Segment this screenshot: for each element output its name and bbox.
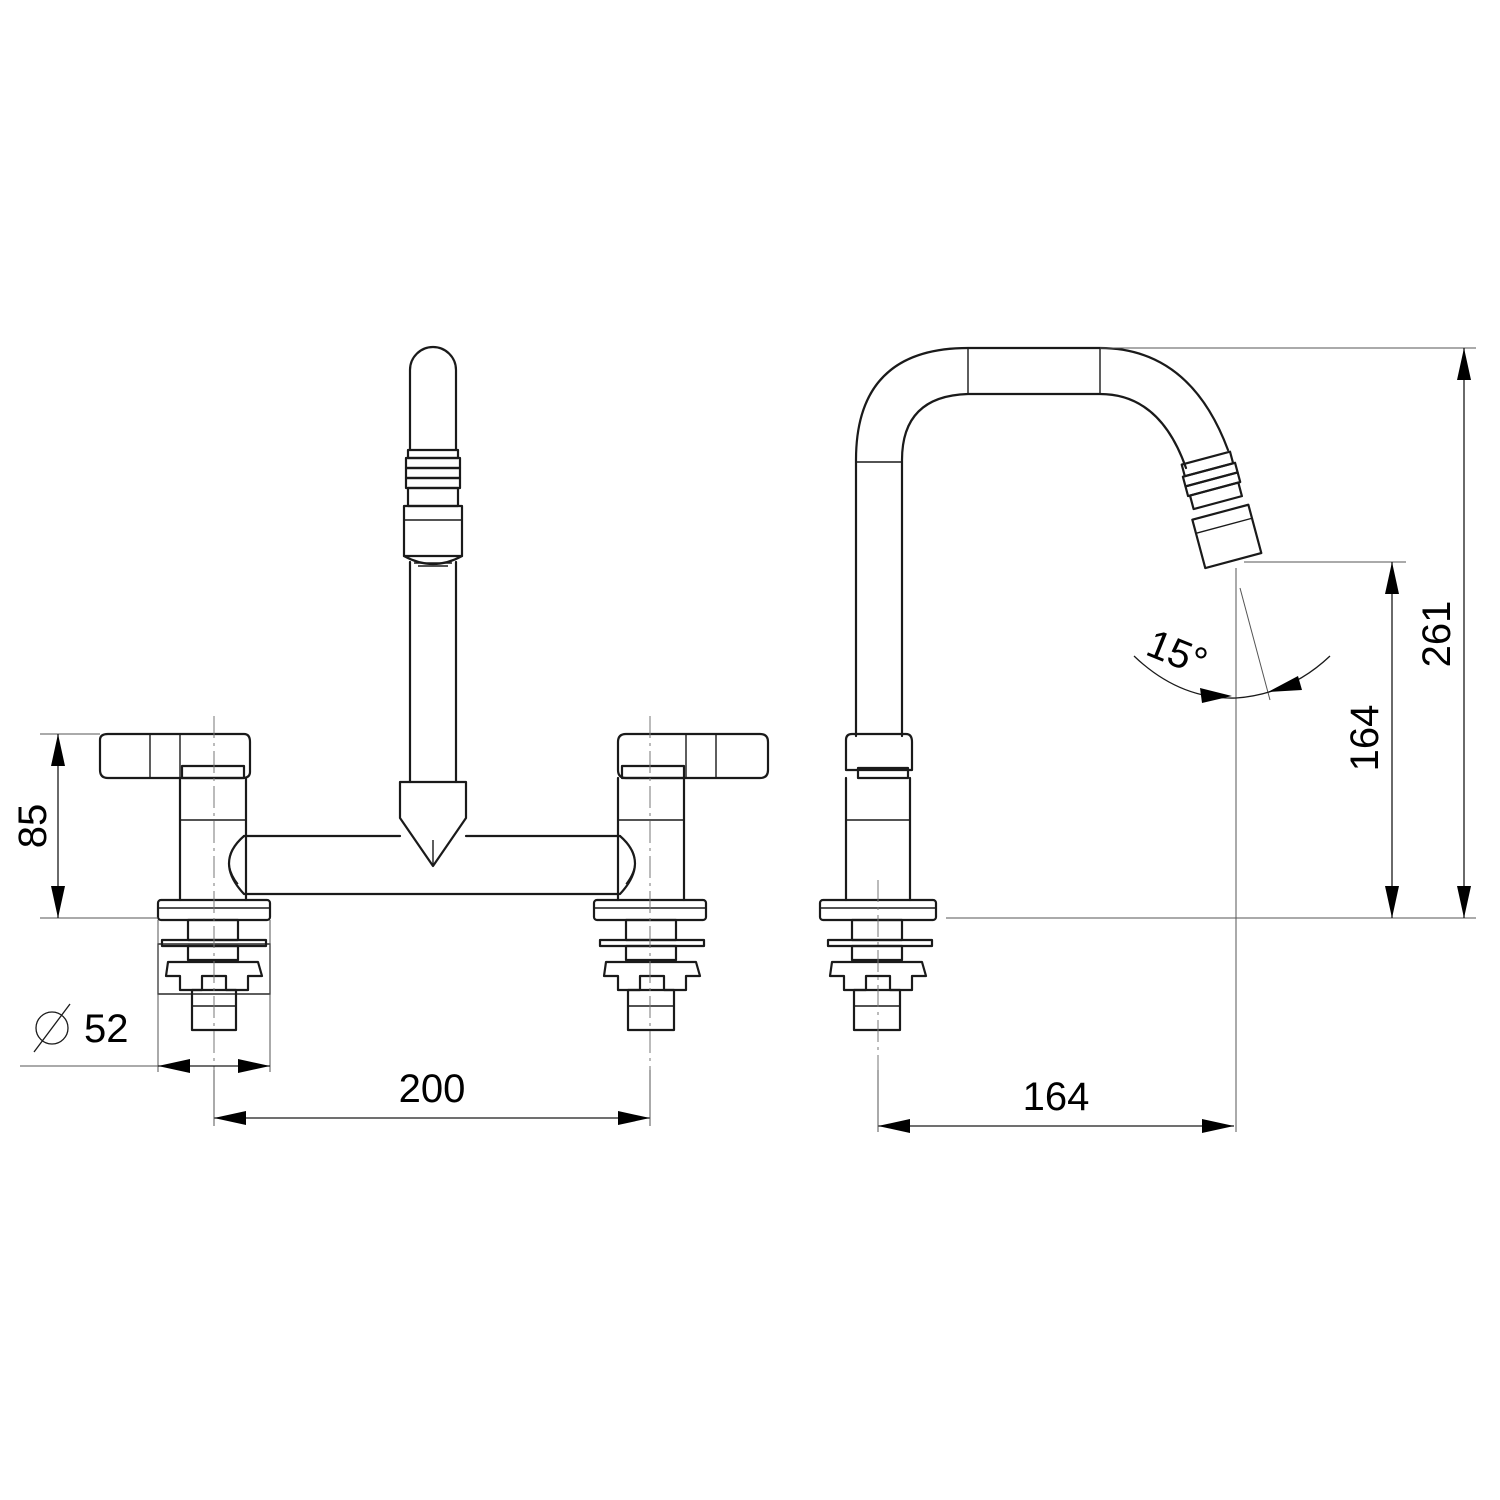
front-spout-base [398, 780, 468, 868]
diameter-symbol-icon [33, 1003, 71, 1053]
dim-angle-label: 15° [1141, 622, 1214, 685]
dim-reach-label: 164 [1023, 1075, 1090, 1119]
side-valve-body [818, 732, 938, 1032]
front-right-valve [592, 732, 770, 1032]
dim-reach: 164 [877, 568, 1237, 1133]
dim-spout-angle: 15° [1133, 587, 1331, 703]
dim-spout-height-label: 164 [1343, 705, 1387, 772]
side-view [818, 346, 1263, 1070]
dim-200-label: 200 [399, 1067, 466, 1111]
dim-spacing: 200 [213, 1067, 651, 1126]
front-bridge-body [228, 834, 636, 896]
dim-base-diameter: 52 [20, 920, 271, 1073]
dim-total-height-label: 261 [1415, 601, 1459, 668]
dim-total-height: 261 [1100, 347, 1476, 918]
front-left-valve [98, 732, 272, 1032]
side-gooseneck-spout [854, 346, 1263, 738]
dim-85-label: 85 [11, 804, 55, 849]
dim-52-label: 52 [84, 1007, 129, 1051]
front-view [98, 345, 770, 1070]
dim-handle-height: 85 [11, 733, 158, 919]
front-spout [402, 345, 464, 784]
dim-spout-height: 164 [946, 561, 1476, 919]
